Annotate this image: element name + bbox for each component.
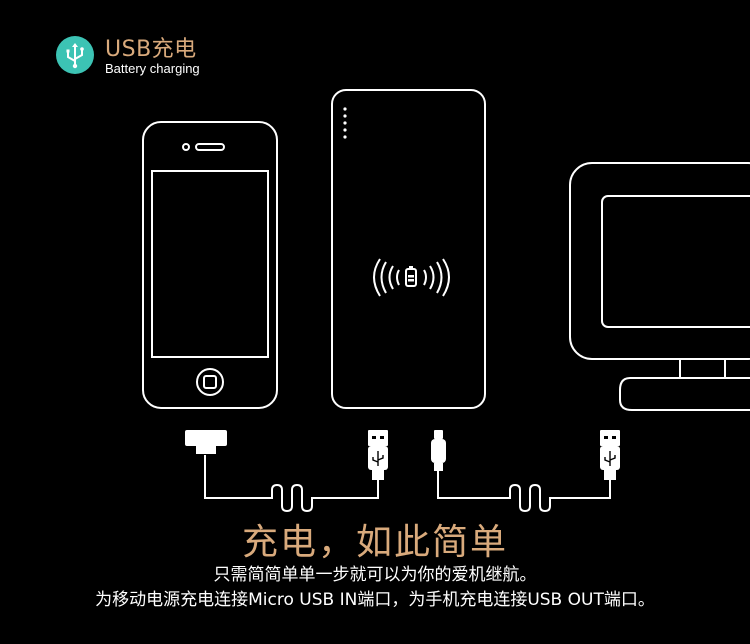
- section-header: USB充电 Battery charging: [56, 32, 356, 82]
- usb-connector-left-icon: [368, 430, 388, 480]
- wireless-charging-icon: [373, 258, 450, 297]
- cable-left: [204, 455, 379, 513]
- power-bank-icon: [331, 89, 486, 409]
- section-title: USB充电: [105, 37, 197, 62]
- phone-icon: [142, 121, 278, 409]
- section-subtitle: Battery charging: [105, 61, 200, 76]
- monitor-icon: [569, 162, 750, 411]
- battery-indicator-dots: [343, 107, 347, 139]
- cable-right: [437, 470, 611, 513]
- battery-level-fill: [408, 266, 414, 282]
- description-line-1: 只需简简单单一步就可以为你的爱机继航。: [213, 565, 537, 585]
- headline: 充电，如此简单: [241, 522, 508, 563]
- dock-connector-icon: [185, 430, 227, 454]
- usb-icon: [56, 36, 94, 74]
- description-line-2: 为移动电源充电连接Micro USB IN端口，为手机充电连接USB OUT端口…: [95, 590, 655, 610]
- usb-connector-right-icon: [600, 430, 620, 480]
- micro-usb-connector-icon: [431, 430, 446, 471]
